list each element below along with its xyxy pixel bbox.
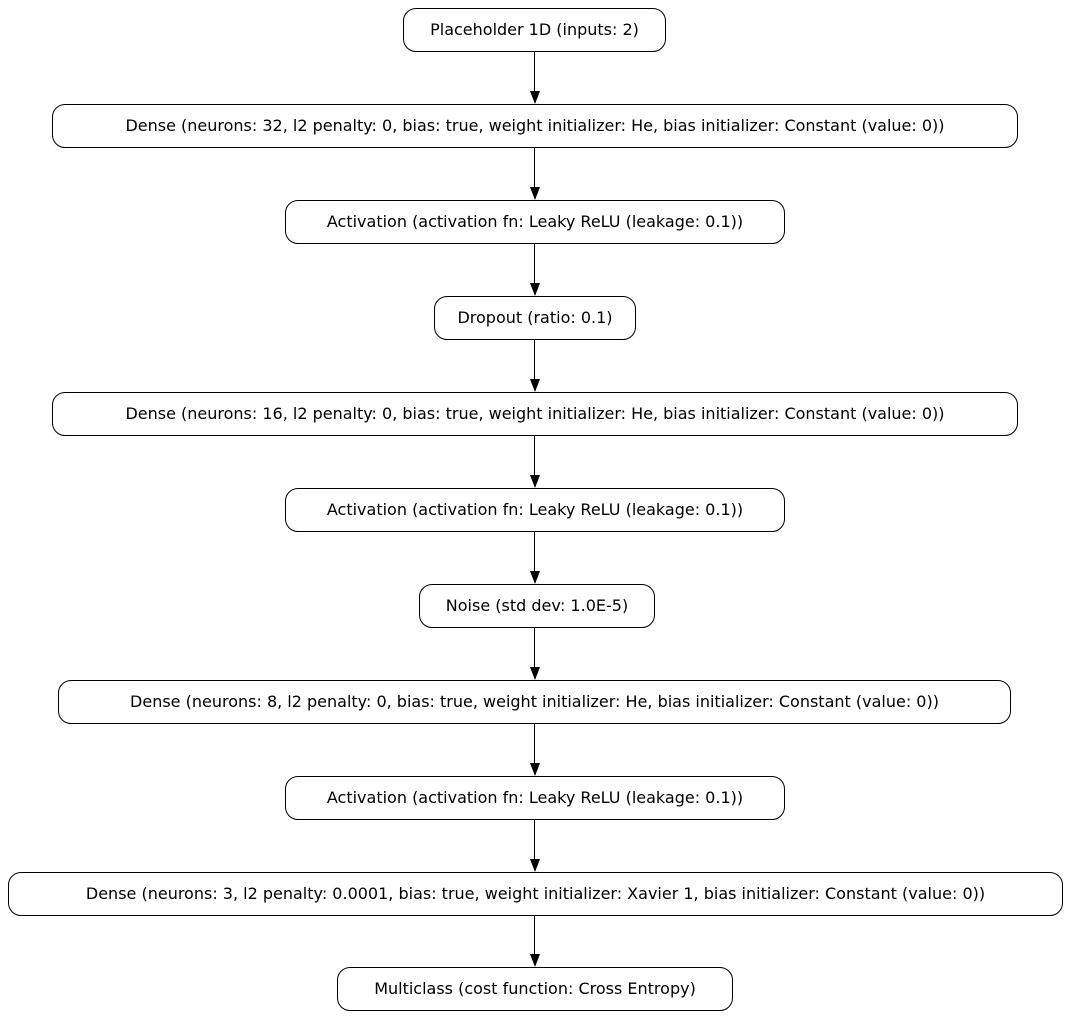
- node-label: Dropout (ratio: 0.1): [457, 308, 613, 327]
- node-label: Noise (std dev: 1.0E-5): [445, 596, 629, 615]
- edge-arrow: [529, 724, 540, 776]
- edge-line: [534, 724, 535, 763]
- node-activation-2: Activation (activation fn: Leaky ReLU (l…: [285, 488, 785, 532]
- node-label: Dense (neurons: 16, l2 penalty: 0, bias:…: [125, 404, 945, 423]
- edge-line: [534, 436, 535, 475]
- node-dense-8: Dense (neurons: 8, l2 penalty: 0, bias: …: [58, 680, 1011, 724]
- edge-line: [534, 628, 535, 667]
- node-dense-16: Dense (neurons: 16, l2 penalty: 0, bias:…: [52, 392, 1018, 436]
- node-label: Dense (neurons: 3, l2 penalty: 0.0001, b…: [85, 884, 986, 903]
- node-label: Placeholder 1D (inputs: 2): [430, 20, 639, 39]
- edge-arrow: [529, 244, 540, 296]
- arrowhead-icon: [529, 187, 540, 200]
- arrowhead-icon: [529, 763, 540, 776]
- node-activation-3: Activation (activation fn: Leaky ReLU (l…: [285, 776, 785, 820]
- node-placeholder-1d: Placeholder 1D (inputs: 2): [403, 8, 666, 52]
- node-label: Dense (neurons: 8, l2 penalty: 0, bias: …: [130, 692, 939, 711]
- node-label: Activation (activation fn: Leaky ReLU (l…: [326, 788, 744, 807]
- node-dense-3: Dense (neurons: 3, l2 penalty: 0.0001, b…: [8, 872, 1063, 916]
- node-activation-1: Activation (activation fn: Leaky ReLU (l…: [285, 200, 785, 244]
- arrowhead-icon: [529, 283, 540, 296]
- arrowhead-icon: [529, 91, 540, 104]
- arrowhead-icon: [529, 571, 540, 584]
- edge-line: [534, 148, 535, 187]
- edge-line: [534, 532, 535, 571]
- edge-arrow: [529, 436, 540, 488]
- node-label: Activation (activation fn: Leaky ReLU (l…: [326, 500, 744, 519]
- arrowhead-icon: [529, 954, 540, 967]
- edge-line: [534, 244, 535, 283]
- node-noise: Noise (std dev: 1.0E-5): [419, 584, 655, 628]
- edge-line: [534, 52, 535, 91]
- edge-arrow: [529, 820, 540, 872]
- node-dropout: Dropout (ratio: 0.1): [434, 296, 636, 340]
- node-label: Dense (neurons: 32, l2 penalty: 0, bias:…: [125, 116, 945, 135]
- node-label: Multiclass (cost function: Cross Entropy…: [374, 979, 696, 998]
- node-multiclass: Multiclass (cost function: Cross Entropy…: [337, 967, 733, 1011]
- edge-arrow: [529, 340, 540, 392]
- arrowhead-icon: [529, 475, 540, 488]
- node-label: Activation (activation fn: Leaky ReLU (l…: [326, 212, 744, 231]
- edge-line: [534, 340, 535, 379]
- edge-line: [534, 820, 535, 859]
- arrowhead-icon: [529, 379, 540, 392]
- edge-arrow: [529, 148, 540, 200]
- node-dense-32: Dense (neurons: 32, l2 penalty: 0, bias:…: [52, 104, 1018, 148]
- edge-arrow: [529, 52, 540, 104]
- edge-arrow: [529, 532, 540, 584]
- arrowhead-icon: [529, 667, 540, 680]
- edge-line: [534, 916, 535, 954]
- edge-arrow: [529, 628, 540, 680]
- arrowhead-icon: [529, 859, 540, 872]
- edge-arrow: [529, 916, 540, 967]
